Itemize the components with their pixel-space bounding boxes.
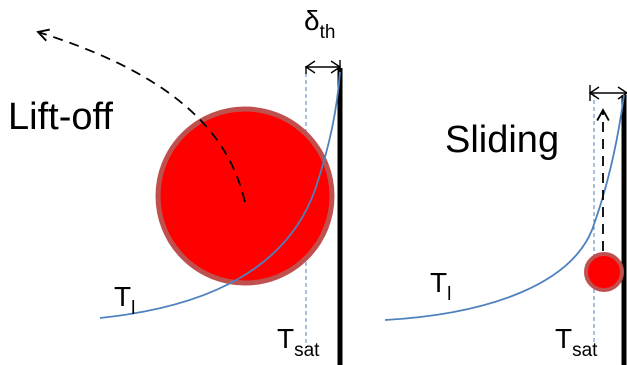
left-temperature-curve bbox=[99, 71, 341, 319]
left-liquid-temp-label: Tl bbox=[114, 281, 135, 319]
right-panel: Sliding Tl Tsat bbox=[384, 85, 627, 365]
left-thermal-arrowhead-right bbox=[330, 60, 342, 74]
right-thermal-arrowhead-right bbox=[617, 86, 627, 100]
right-mode-label: Sliding bbox=[445, 119, 559, 161]
right-liquid-temp-label: Tl bbox=[430, 267, 451, 305]
right-temperature-curve bbox=[384, 94, 625, 321]
left-sat-temp-label: Tsat bbox=[277, 323, 320, 361]
right-sat-temp-label: Tsat bbox=[555, 323, 598, 361]
right-bubble bbox=[584, 252, 624, 292]
left-thermal-arrowhead-left bbox=[304, 60, 316, 74]
left-liftoff-trajectory bbox=[36, 28, 246, 203]
left-mode-label: Lift-off bbox=[8, 96, 113, 138]
left-bubble bbox=[155, 106, 335, 286]
left-panel: Lift-off Tl Tsat δth bbox=[8, 5, 343, 365]
thermal-layer-label: δth bbox=[304, 5, 335, 43]
right-thermal-arrowhead-left bbox=[588, 86, 600, 100]
